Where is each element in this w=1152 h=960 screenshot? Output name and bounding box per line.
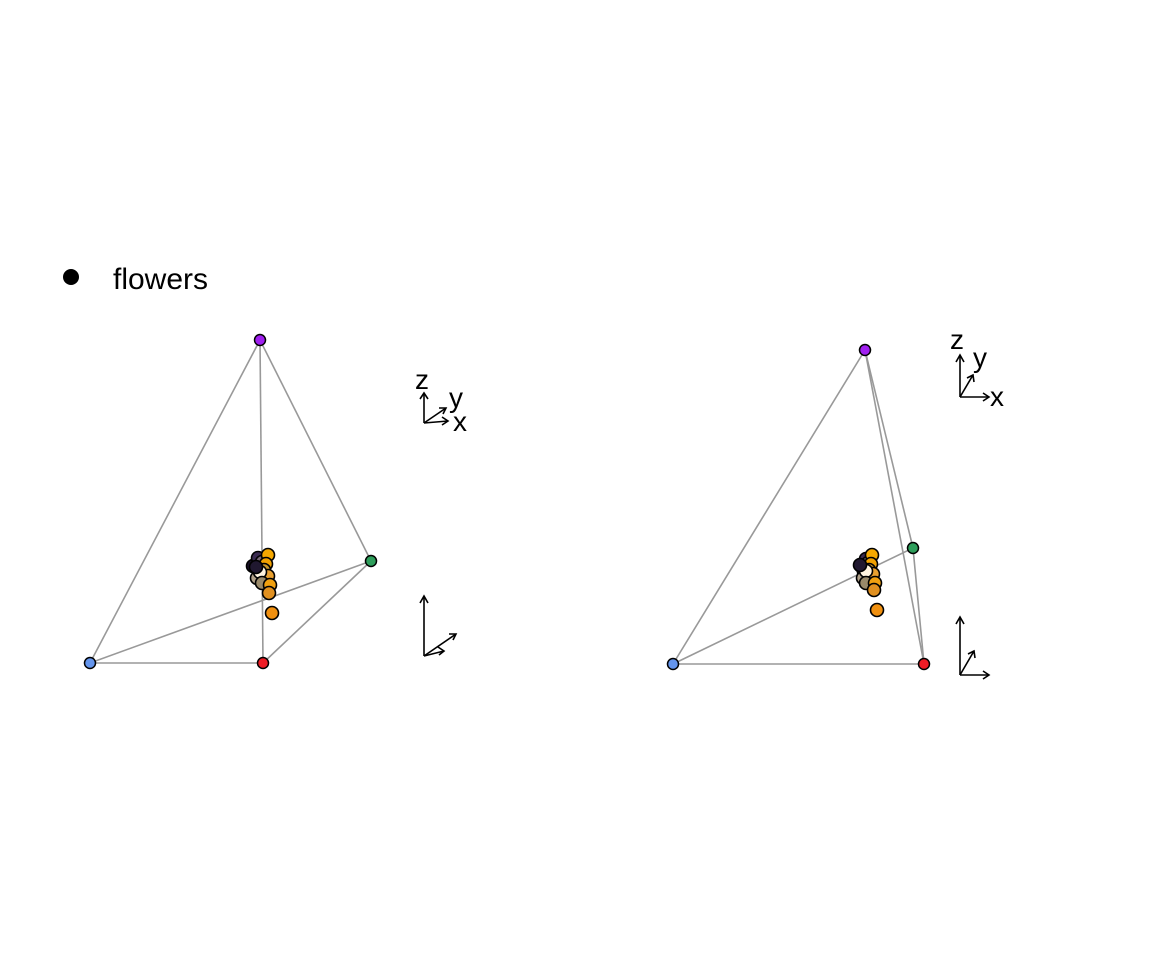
vertex-green [364,554,378,568]
data-point [264,605,280,621]
arrowhead-right [437,646,446,656]
axes-glyph-right-bottom [955,615,991,680]
data-point [869,602,885,618]
vertex-blue [666,657,680,671]
arrowhead-z [955,353,965,363]
vertex-blue [83,656,97,670]
axis-label-x: x [990,381,1004,412]
arrowhead-up [419,594,429,604]
axis-label-z: z [415,364,429,395]
data-point [866,582,882,598]
data-point [261,585,277,601]
edge-red-green [912,547,925,665]
arrowhead-x [982,392,991,402]
edge-blue-green [89,560,372,664]
legend-label: flowers [113,263,208,296]
axis-arrow-diag [959,650,975,676]
arrowhead-diag [449,633,458,641]
edge-red-green [262,560,372,664]
axis-label-y: y [973,342,987,373]
vertex-green [906,541,920,555]
arrowhead-diag [967,649,976,659]
edge-purple-red [864,349,925,665]
vertex-red [917,657,931,671]
vertex-red [256,656,270,670]
panel-left [83,333,378,670]
axis-arrow-diag [423,633,457,657]
edge-purple-blue [672,349,866,665]
panel-right [666,343,931,671]
vertex-purple [858,343,872,357]
axes-glyph-right-top: z y x [950,324,1004,412]
vertex-purple [253,333,267,347]
data-point [852,557,868,573]
edge-purple-green [259,339,372,562]
axes-glyph-left-top: z y x [415,364,467,437]
axis-arrow-x [423,420,449,424]
edge-purple-blue [89,339,261,664]
arrowhead-up [955,615,965,625]
data-point [248,559,264,575]
axis-arrow-y [959,374,974,398]
axis-arrow-right [423,650,445,657]
axis-arrow-y [423,407,447,424]
arrowhead-x [441,416,450,426]
axis-label-y: y [449,382,463,413]
axis-label-z: z [950,324,964,355]
arrowhead-y [439,407,448,415]
axis-label-x: x [453,406,467,437]
legend-marker [63,269,79,285]
legend: flowers [63,263,208,296]
axes-glyph-left-bottom [419,594,458,657]
edge-purple-green [864,349,914,549]
edge-purple-red [259,339,264,664]
arrowhead-right [982,670,991,680]
arrowhead-y [966,373,975,383]
arrowhead-z [419,391,429,400]
